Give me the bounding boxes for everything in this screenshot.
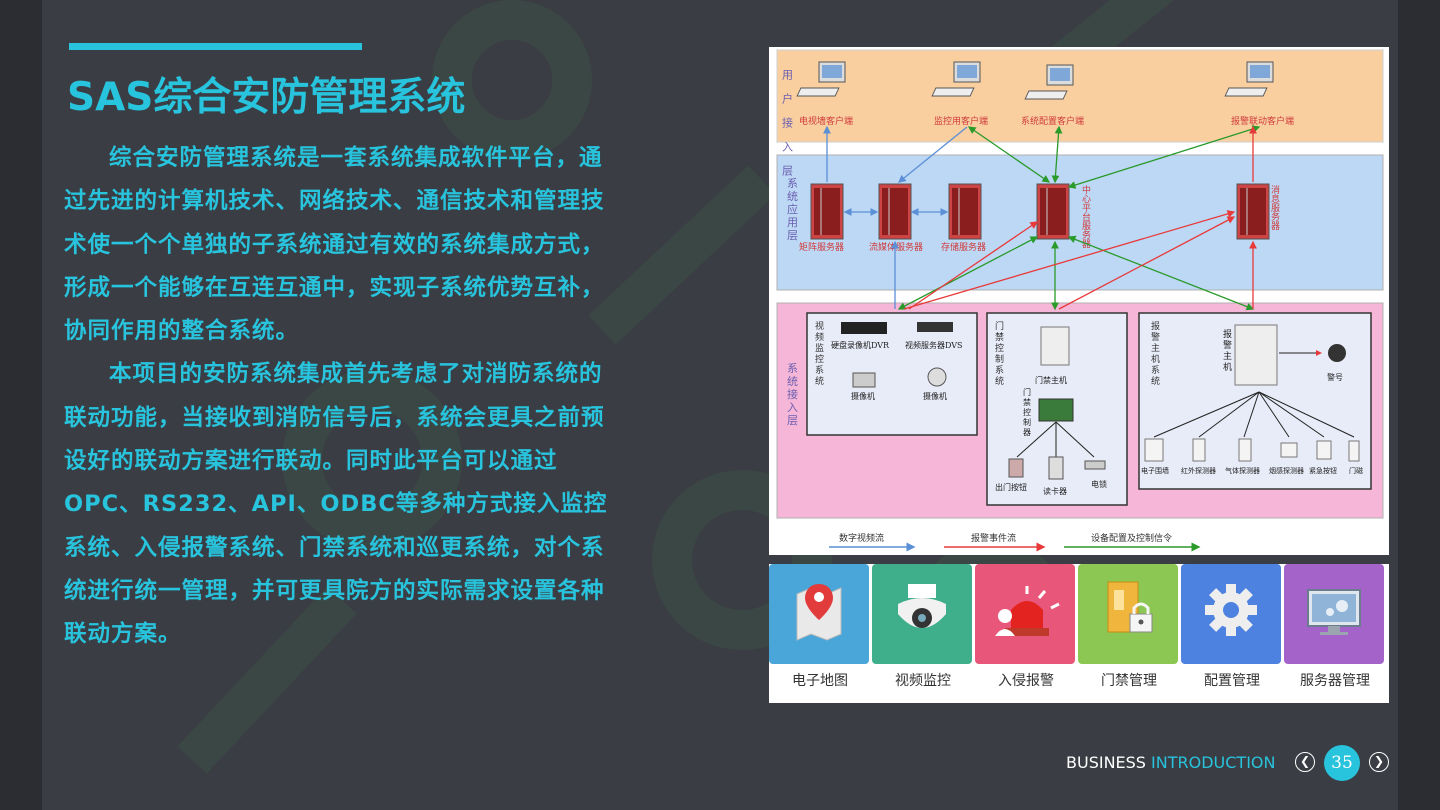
alarm-sensor-1: 红外探测器 — [1181, 466, 1216, 475]
server-label-2: 存储服务器 — [941, 241, 986, 253]
tile-video-monitor[interactable] — [872, 564, 972, 664]
door-lock-icon — [1107, 581, 1153, 633]
tile-label-config: 配置管理 — [1204, 673, 1260, 689]
chevron-right-icon: ❯ — [1373, 754, 1385, 768]
footer-label-business: BUSINESS — [1066, 753, 1146, 772]
video-dvs: 视频服务器DVS — [905, 340, 963, 350]
legend-video: 数字视频流 — [839, 532, 884, 544]
alarm-sensor-4: 紧急按钮 — [1309, 466, 1337, 475]
tile-label-map: 电子地图 — [792, 673, 848, 689]
gear-icon — [1205, 584, 1257, 636]
tile-intrusion-alarm[interactable] — [975, 564, 1075, 664]
tile-label-server: 服务器管理 — [1300, 673, 1370, 689]
legend-control: 设备配置及控制信令 — [1091, 532, 1172, 544]
alarm-sensor-2: 气体探测器 — [1225, 466, 1260, 475]
tile-electronic-map[interactable] — [769, 564, 869, 664]
alarm-title: 报警主机系统 — [1151, 320, 1160, 387]
prev-page-button[interactable]: ❮ — [1295, 752, 1315, 772]
alarm-sensor-3: 烟感探测器 — [1269, 466, 1304, 475]
footer-label-introduction: INTRODUCTION — [1151, 753, 1276, 772]
body-text: 综合安防管理系统是一套系统集成软件平台，通过先进的计算机技术、网络技术、通信技术… — [64, 137, 624, 657]
door-reader: 读卡器 — [1043, 486, 1067, 496]
slide: SAS综合安防管理系统 综合安防管理系统是一套系统集成软件平台，通过先进的计算机… — [42, 0, 1398, 810]
footer-label: BUSINESS INTRODUCTION — [1066, 753, 1275, 772]
architecture-diagram: 用户接入层 系统应用层 系统接入层 电视墙客户端 监控用客户端 系统配置客户端 … — [769, 47, 1389, 555]
video-title: 视频监控系统 — [815, 320, 824, 387]
client-label-1: 监控用客户端 — [934, 115, 988, 127]
video-cam1: 摄像机 — [851, 391, 875, 401]
door-title: 门禁控制系统 — [995, 320, 1004, 387]
server-racks — [810, 183, 1270, 240]
video-cam2: 摄像机 — [923, 391, 947, 401]
page-number-badge: 35 — [1324, 745, 1360, 781]
tile-config-management[interactable] — [1181, 564, 1281, 664]
alarm-light-icon — [995, 586, 1060, 636]
camera-dome-icon — [898, 584, 946, 628]
user-layer — [776, 49, 1384, 143]
door-button: 出门按钮 — [995, 482, 1027, 492]
tile-label-video: 视频监控 — [895, 673, 951, 689]
server-label-4: 消息服务器 — [1269, 184, 1280, 230]
door-host: 门禁主机 — [1035, 375, 1067, 385]
door-controller: 门禁控制器 — [1023, 387, 1031, 437]
tile-server-management[interactable] — [1284, 564, 1384, 664]
alarm-sensor-5: 门磁 — [1349, 466, 1363, 475]
tile-access-control[interactable] — [1078, 564, 1178, 664]
module-icon-bar: 电子地图 视频监控 入侵报警 门禁管理 配置管理 服务器管理 — [769, 564, 1389, 703]
alarm-siren: 警号 — [1327, 372, 1343, 382]
chevron-left-icon: ❮ — [1299, 754, 1311, 768]
app-layer-label: 系统应用层 — [787, 177, 798, 242]
tile-label-access: 门禁管理 — [1101, 673, 1157, 689]
alarm-host: 报警主机 — [1223, 328, 1232, 373]
server-label-1: 流媒体服务器 — [869, 241, 923, 253]
client-computers — [796, 61, 1274, 100]
title-accent-bar — [69, 43, 362, 50]
access-layer-label: 系统接入层 — [787, 362, 798, 427]
paragraph-1: 综合安防管理系统是一套系统集成软件平台，通过先进的计算机技术、网络技术、通信技术… — [64, 145, 605, 345]
server-monitor-icon — [1307, 589, 1361, 635]
video-dvr: 硬盘录像机DVR — [831, 340, 890, 350]
map-pin-icon — [796, 584, 842, 641]
legend-alarm: 报警事件流 — [971, 532, 1016, 544]
client-label-3: 报警联动客户端 — [1231, 115, 1294, 127]
video-subsystem-box — [806, 312, 978, 436]
server-label-0: 矩阵服务器 — [799, 241, 844, 253]
client-label-0: 电视墙客户端 — [799, 115, 853, 127]
user-layer-label: 用户接入层 — [781, 69, 794, 177]
server-label-3: 中心平台服务器 — [1080, 184, 1091, 248]
tile-label-alarm: 入侵报警 — [998, 673, 1054, 689]
client-label-2: 系统配置客户端 — [1021, 115, 1084, 127]
page-title: SAS综合安防管理系统 — [67, 75, 466, 120]
door-lock: 电锁 — [1091, 479, 1107, 489]
alarm-sensor-0: 电子围墙 — [1141, 466, 1169, 475]
paragraph-2: 本项目的安防系统集成首先考虑了对消防系统的联动功能，当接收到消防信号后，系统会更… — [64, 361, 608, 648]
next-page-button[interactable]: ❯ — [1369, 752, 1389, 772]
